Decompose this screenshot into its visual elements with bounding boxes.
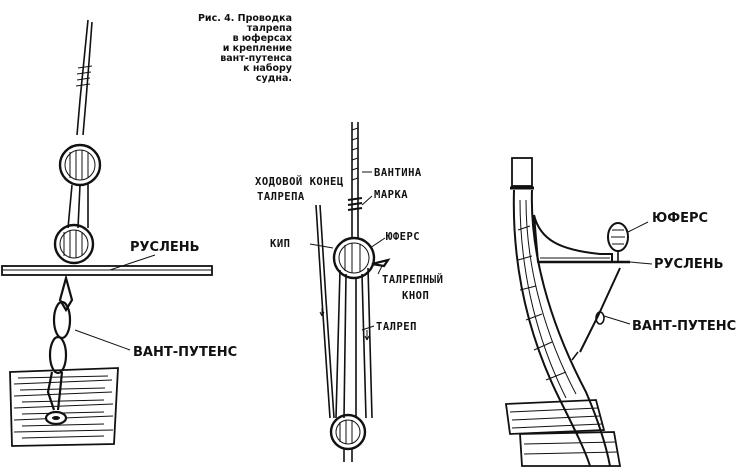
right-top-frame (510, 157, 534, 190)
left-vant-putens-label: ВАНТ-ПУТЕНС (133, 345, 237, 360)
middle-lower-deadeye (329, 413, 367, 462)
left-lower-deadeye (53, 223, 95, 265)
caption-line-5: вант-путенса (220, 53, 292, 64)
middle-figure: ХОДОВОЙ КОНЕЦ ТАЛРЕПА КИП ВАНТИНА МАРКА … (255, 122, 443, 462)
middle-hauling-end (315, 204, 335, 419)
middle-yufers-leader (369, 237, 386, 249)
right-putens-leader (603, 315, 631, 325)
middle-knob-leader (377, 265, 383, 275)
left-chain-plate (46, 273, 74, 411)
left-shroud-rope (76, 19, 89, 136)
middle-talrepny-line1: ТАЛРЕПНЫЙ (382, 273, 443, 286)
middle-yufers-label: ЮФЕРС (386, 231, 420, 243)
middle-marka-label: МАРКА (374, 189, 408, 201)
caption-line-6: к набору (243, 63, 292, 74)
right-deadeye (607, 222, 629, 262)
right-yufers-label: ЮФЕРС (652, 211, 708, 226)
right-ruslen-leader (629, 261, 653, 265)
right-chain-plate (571, 267, 621, 361)
middle-kip-leader (309, 243, 334, 249)
left-hull-timber (9, 367, 119, 447)
caption-line-3: в юферсах (232, 33, 292, 44)
right-ruslen-label: РУСЛЕНЬ (654, 257, 724, 272)
left-bolt-eye (44, 410, 68, 426)
right-figure: ЮФЕРС РУСЛЕНЬ ВАНТ-ПУТЕНС (504, 157, 736, 467)
middle-hodovoy-line2: ТАЛРЕПА (257, 191, 305, 203)
right-hull-timber (504, 399, 622, 467)
left-figure: РУСЛЕНЬ ВАНТ-ПУТЕНС (1, 19, 237, 447)
middle-kip-label: КИП (270, 238, 290, 250)
right-vant-putens-label: ВАНТ-ПУТЕНС (632, 319, 736, 334)
middle-hodovoy-line1: ХОДОВОЙ КОНЕЦ (255, 175, 344, 188)
middle-talrep-label: ТАЛРЕП (376, 321, 417, 333)
left-lanyard (67, 184, 89, 229)
figure-caption: Рис. 4. Проводка талрепа в юферсах и кре… (196, 14, 292, 84)
middle-marka-leader (361, 195, 373, 206)
middle-lanyard (335, 267, 373, 419)
right-yufers-leader (627, 221, 649, 233)
left-upper-deadeye (58, 143, 102, 187)
caption-line-2: талрепа (246, 23, 292, 34)
middle-vantina-label: ВАНТИНА (374, 167, 422, 179)
middle-talrepny-line2: КНОП (402, 290, 429, 302)
left-putens-leader (74, 329, 131, 351)
caption-line-7: судна. (255, 73, 292, 84)
left-channel-plank (1, 265, 213, 276)
middle-talrep-leader (361, 325, 375, 331)
left-ruslen-leader (109, 254, 156, 271)
caption-line-1: Рис. 4. Проводка (197, 13, 292, 24)
middle-talrep-knob (371, 258, 391, 268)
right-channel-knee (533, 214, 613, 263)
middle-seizing (347, 197, 363, 211)
left-seizing (75, 65, 93, 87)
caption-line-4: и крепление (222, 43, 292, 54)
left-ruslen-label: РУСЛЕНЬ (130, 240, 200, 255)
middle-upper-deadeye (332, 236, 376, 280)
right-hull-frame (512, 189, 611, 467)
